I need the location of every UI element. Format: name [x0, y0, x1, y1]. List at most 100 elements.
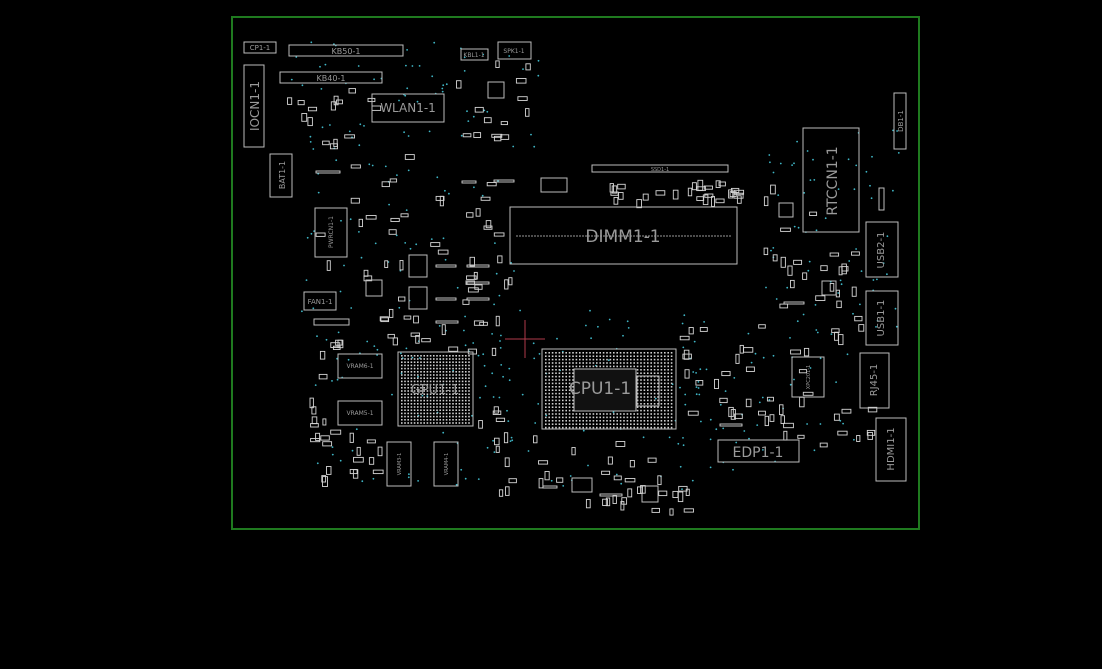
bga-ball — [565, 365, 567, 368]
via — [405, 64, 407, 67]
bga-ball — [667, 420, 669, 422]
bga-ball — [468, 367, 470, 370]
bga-ball — [660, 379, 663, 381]
smd-pad — [556, 477, 564, 483]
component-ssd[interactable]: SSD1-1 — [591, 164, 729, 173]
bga-ball — [455, 383, 457, 386]
bga-ball — [660, 389, 663, 391]
component-wlan[interactable]: WLAN1-1 — [371, 93, 445, 123]
component-bat[interactable]: BAT1-1 — [269, 153, 293, 198]
via — [533, 357, 536, 360]
component-cpu[interactable]: CPU1-1 — [541, 348, 677, 430]
component-rj45[interactable]: RJ45-1 — [859, 352, 890, 409]
via — [846, 353, 849, 356]
via — [681, 322, 684, 325]
bga-ball — [407, 374, 409, 376]
component-kb50[interactable]: KB50-1 — [288, 44, 404, 57]
bga-ball — [404, 380, 406, 383]
bga-ball — [579, 352, 581, 354]
via — [545, 414, 548, 417]
bga-ball — [452, 367, 454, 370]
bga-ball — [417, 396, 419, 399]
bga-ball — [643, 382, 646, 385]
bga-ball — [410, 374, 413, 376]
bga-ball — [433, 361, 435, 363]
bga-ball — [548, 392, 550, 395]
bga-ball — [548, 365, 550, 368]
component-vram5[interactable]: VRAM5-1 — [337, 400, 383, 426]
via — [715, 428, 718, 431]
component-edp[interactable]: EDP1-1 — [717, 439, 800, 463]
via — [376, 354, 378, 356]
bga-ball — [439, 396, 441, 399]
bga-ball — [551, 369, 554, 371]
component-dimm[interactable]: DIMM1-1 — [509, 206, 738, 265]
via — [494, 242, 496, 245]
bga-ball — [461, 390, 464, 392]
bga-ball — [626, 423, 629, 425]
bga-ball — [636, 399, 639, 402]
bga-ball — [401, 390, 403, 392]
component-cp1[interactable]: CP1-1 — [243, 41, 277, 54]
component-vram3[interactable]: VRAM3-1 — [386, 441, 412, 487]
bga-ball — [670, 379, 673, 381]
gpu-pin-grid — [401, 355, 470, 424]
bga-ball — [572, 382, 574, 385]
bga-ball — [647, 423, 649, 425]
bga-ball — [558, 413, 561, 415]
bga-ball — [436, 390, 438, 392]
smd-pad — [467, 287, 479, 293]
bga-ball — [613, 426, 615, 429]
component-usb1[interactable]: USB1-1 — [865, 290, 899, 346]
component-kb40[interactable]: KB40-1 — [279, 71, 383, 84]
via — [467, 120, 470, 122]
component-xpc[interactable]: XPC201-1 — [791, 356, 825, 398]
bga-ball — [579, 416, 581, 419]
smd-pad — [318, 373, 328, 380]
component-fan[interactable]: FAN1-1 — [303, 291, 337, 311]
bga-ball — [420, 361, 422, 363]
smd-pad — [858, 324, 865, 332]
bga-ball — [619, 358, 622, 361]
via — [679, 465, 682, 468]
bga-ball — [599, 358, 601, 361]
bga-ball — [558, 352, 561, 354]
component-db1[interactable]: DB1-1 — [893, 92, 907, 150]
bga-ball — [636, 389, 639, 391]
component-vram4[interactable]: VRAM4-1 — [433, 441, 459, 487]
bga-ball — [545, 423, 547, 425]
component-pwrcn[interactable]: PWRCN1-1 — [314, 207, 348, 258]
bga-ball — [439, 412, 441, 415]
bga-ball — [442, 364, 445, 367]
via — [406, 49, 408, 51]
component-hdmi[interactable]: HDMI1-1 — [875, 417, 907, 482]
bga-ball — [413, 367, 416, 370]
component-spk[interactable]: SPK1-1 — [497, 41, 532, 60]
bga-ball — [465, 399, 467, 402]
bga-ball — [439, 406, 441, 408]
component-iocn[interactable]: IOCN1-1 — [243, 64, 265, 148]
via — [463, 70, 466, 72]
bga-ball — [653, 382, 656, 385]
bga-ball — [461, 361, 464, 363]
bga-ball — [465, 393, 467, 395]
bga-ball — [548, 426, 550, 429]
component-kbl[interactable]: KBL1-1 — [460, 48, 489, 61]
component-vram6[interactable]: VRAM6-1 — [337, 353, 383, 379]
component-rtccn[interactable]: RTCCN1-1 — [802, 127, 860, 233]
via — [310, 41, 313, 44]
bga-ball — [596, 420, 598, 422]
bga-ball — [643, 413, 646, 415]
component-gpu[interactable]: GPU1-1 — [397, 351, 474, 427]
component-usb2[interactable]: USB2-1 — [865, 221, 899, 278]
via — [796, 320, 799, 323]
label-cpu: CPU1-1 — [569, 379, 631, 399]
bga-ball — [433, 387, 435, 389]
bga-ball — [562, 403, 564, 405]
bga-ball — [555, 420, 557, 422]
bga-ball — [555, 423, 557, 425]
smd-pad — [819, 442, 828, 448]
bga-ball — [439, 371, 441, 373]
bga-ball — [548, 352, 550, 354]
